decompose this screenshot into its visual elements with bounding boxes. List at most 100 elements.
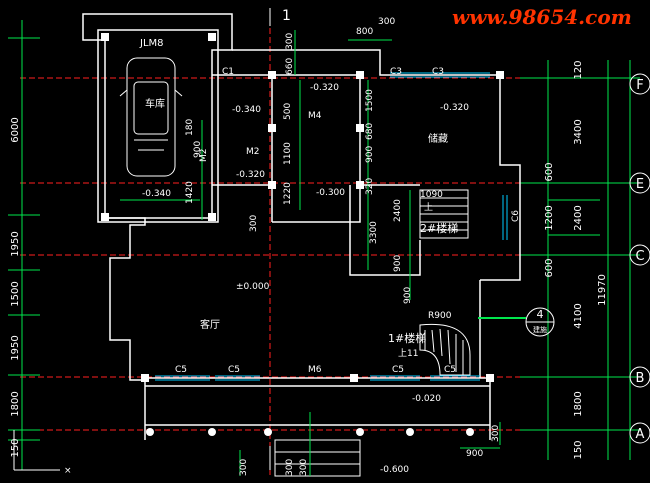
level-1: -0.320 (310, 83, 339, 93)
garage-door-label: JLM8 (139, 38, 164, 49)
dim-left-1800: 1800 (10, 391, 21, 416)
columns (101, 33, 504, 436)
dim-right-120: 120 (573, 60, 584, 79)
dim-right-3400: 3400 (573, 119, 584, 144)
svg-text:×: × (64, 466, 72, 476)
dim-300a: 300 (378, 17, 395, 27)
dim-2400: 2400 (393, 199, 403, 222)
entry-steps (274, 439, 361, 477)
dim-900d: 900 (403, 287, 413, 304)
stair-2-up-label: 上 (424, 202, 433, 213)
radius-label: R900 (428, 311, 452, 321)
dim-right-1200: 1200 (544, 205, 555, 230)
stair-2 (419, 189, 469, 239)
window-c1: C1 (222, 67, 234, 77)
door-m2-vertical: M2 (199, 149, 209, 163)
dim-320: 320 (365, 178, 375, 195)
stair-1-up-label: 上11 (398, 348, 418, 359)
dim-300e: 300 (239, 459, 249, 476)
dim-900c: 900 (393, 255, 403, 272)
stair-1 (419, 323, 471, 376)
axis-label-c: C (635, 249, 644, 264)
dim-300b: 300 (285, 33, 295, 50)
window-c3a: C3 (390, 67, 402, 77)
garage-label: 车库 (145, 97, 165, 110)
watermark: www.98654.com (452, 5, 632, 29)
dim-800: 800 (356, 27, 373, 37)
dim-300f: 300 (285, 459, 295, 476)
small-dimension-labels: 300 800 300 660 1500 680 900 320 1090 50… (185, 17, 501, 476)
level-ground: -0.600 (380, 465, 409, 475)
level-3: -0.320 (236, 170, 265, 180)
windows (155, 72, 508, 381)
stair-1-label: 1#楼梯 (388, 331, 426, 345)
detail-bubble: 4 建施 (478, 307, 555, 337)
dim-right-11970: 11970 (597, 274, 608, 306)
window-c5d: C5 (444, 365, 456, 375)
storage-label: 储藏 (428, 132, 448, 145)
walls (82, 13, 521, 440)
dim-500: 500 (283, 103, 293, 120)
axis-label-a: A (636, 427, 645, 442)
dim-left-1500: 1500 (10, 281, 21, 306)
axis-label-f: F (636, 78, 643, 93)
stair-walls (349, 185, 421, 276)
north-east-walls (232, 49, 521, 281)
door-m2: M2 (246, 147, 260, 157)
dim-right-2400: 2400 (573, 205, 584, 230)
axis-lines (20, 10, 640, 475)
window-c5c: C5 (392, 365, 404, 375)
axis-bubble-f (629, 73, 650, 95)
dim-300h: 300 (491, 425, 501, 442)
right-dimension-chain (520, 60, 640, 460)
level-garage: -0.340 (142, 189, 171, 199)
stair-2-label: 2#楼梯 (420, 221, 458, 235)
window-c6: C6 (511, 210, 521, 222)
door-m6: M6 (308, 365, 322, 375)
dim-1420: 1420 (185, 181, 195, 204)
right-dimension-labels: 120 3400 600 1200 2400 600 4100 11970 18… (544, 60, 608, 459)
axis-labels: F E C B A (635, 78, 644, 442)
level-porch: -0.020 (412, 394, 441, 404)
detail-bubble-sheet: 建施 (533, 325, 547, 334)
dim-right-4100: 4100 (573, 303, 584, 328)
axis-label-e: E (636, 177, 644, 192)
dim-right-1800: 1800 (573, 391, 584, 416)
window-c5a: C5 (175, 365, 187, 375)
opening-labels: C1 C3 C3 M4 M2 M2 C6 C5 C5 M6 C5 C5 (175, 67, 521, 375)
dim-left-1950b: 1950 (10, 335, 21, 360)
window-c3b: C3 (432, 67, 444, 77)
detail-bubble-number: 4 (537, 308, 544, 321)
dim-900a: 900 (365, 146, 375, 163)
dim-3300: 3300 (369, 221, 379, 244)
room-labels: 车库 JLM8 客厅 储藏 1 1#楼梯 2#楼梯 上11 上 R900 (139, 8, 458, 359)
axis-bubble-b (629, 366, 650, 388)
dim-300d: 300 (249, 215, 259, 232)
dim-1090: 1090 (420, 190, 443, 200)
dim-900e: 900 (466, 449, 483, 459)
dim-300g: 300 (299, 459, 309, 476)
west-walls (105, 217, 146, 381)
car-icon (119, 57, 183, 177)
left-dimension-labels: 6000 1950 1500 1950 1800 150 (10, 117, 21, 457)
inner-dimension-lines (120, 30, 501, 476)
dim-180: 180 (185, 119, 195, 136)
garage-inner (97, 29, 219, 223)
dim-680: 680 (365, 123, 375, 140)
dim-660: 660 (285, 58, 295, 75)
level-living: ±0.000 (236, 282, 270, 292)
axis-label-b: B (636, 371, 645, 386)
axis-bubble-a (629, 422, 650, 444)
dim-1220: 1220 (283, 182, 293, 205)
dim-900b: 900 (193, 141, 203, 158)
ucs-icon: × (13, 430, 72, 476)
level-labels: -0.340 -0.320 -0.340 -0.320 -0.320 -0.30… (142, 83, 469, 475)
axis-bubble-c (629, 244, 650, 266)
axis-bubbles (629, 73, 650, 444)
dim-left-6000: 6000 (10, 117, 21, 142)
window-c5b: C5 (228, 365, 240, 375)
dim-left-150: 150 (10, 438, 21, 457)
door-m4: M4 (308, 111, 322, 121)
service-walls (212, 74, 361, 223)
